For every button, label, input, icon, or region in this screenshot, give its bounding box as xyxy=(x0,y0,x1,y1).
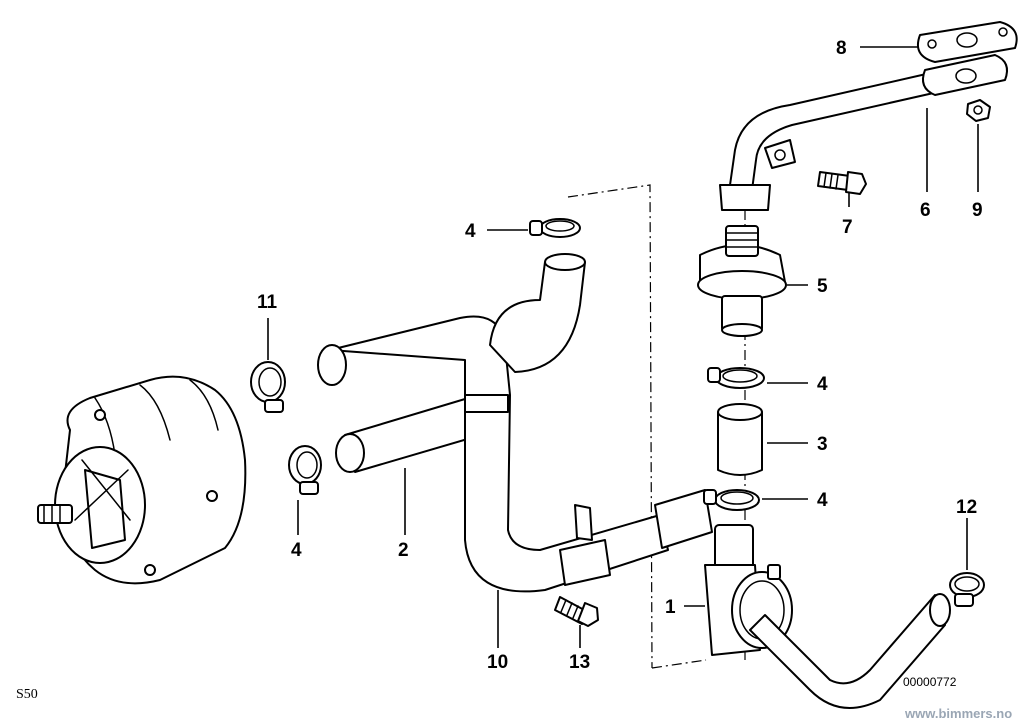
hose-clamp-11 xyxy=(250,361,286,413)
check-valve-1 xyxy=(654,489,951,709)
gasket-8 xyxy=(916,21,1018,63)
flange xyxy=(922,54,1008,96)
callout-4-top: 4 xyxy=(465,221,476,242)
callout-13: 13 xyxy=(569,652,590,673)
vacuum-pump xyxy=(37,375,247,585)
drawing-number: 00000772 xyxy=(903,675,957,689)
watermark: www.bimmers.no xyxy=(904,706,1012,721)
bolt-7 xyxy=(817,171,867,195)
callout-10: 10 xyxy=(487,652,508,673)
callout-11: 11 xyxy=(257,292,278,313)
callout-1: 1 xyxy=(665,597,676,618)
pipe-6 xyxy=(719,71,939,211)
check-valve-5 xyxy=(697,225,787,337)
callout-4-left: 4 xyxy=(291,540,302,561)
nut-9 xyxy=(966,99,991,122)
vacuum-pipe-10 xyxy=(317,253,669,593)
callout-8: 8 xyxy=(836,38,847,59)
hose-3 xyxy=(717,403,763,476)
leader-lines xyxy=(267,46,979,648)
callout-5: 5 xyxy=(817,276,828,297)
callout-6: 6 xyxy=(920,200,931,221)
callout-4-lower: 4 xyxy=(817,490,828,511)
callout-4-middle: 4 xyxy=(817,374,828,395)
hose-clamp-4-top xyxy=(529,218,581,238)
hose-clamp-4-left xyxy=(288,445,322,495)
callout-3: 3 xyxy=(817,434,828,455)
bolt-13 xyxy=(554,596,599,627)
callout-9: 9 xyxy=(972,200,983,221)
model-code: S50 xyxy=(16,687,38,702)
callout-7: 7 xyxy=(842,217,853,238)
callout-2: 2 xyxy=(398,540,409,561)
hose-clamp-12 xyxy=(949,572,985,607)
hose-clamp-4-middle xyxy=(707,367,765,389)
callout-12: 12 xyxy=(956,497,977,518)
callout-labels: 1 2 3 4 4 4 4 5 6 7 8 9 10 11 12 13 xyxy=(257,38,983,673)
hose-clamp-4-lower xyxy=(703,489,760,511)
